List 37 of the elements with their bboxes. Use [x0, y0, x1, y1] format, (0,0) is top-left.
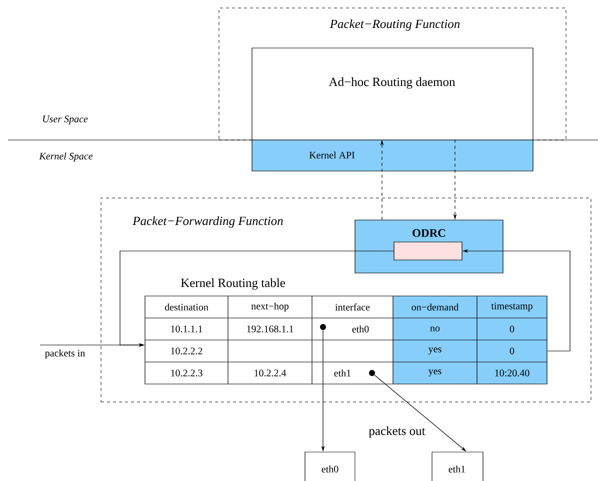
table-cell: timestamp	[491, 302, 532, 312]
routing-table	[144, 278, 548, 384]
interface-box	[304, 452, 356, 481]
daemon-box	[252, 48, 534, 140]
flow-label: packets out	[368, 426, 426, 438]
box-label: Ad−hoc Routing daemon	[328, 77, 456, 89]
table-cell: 10.2.2.3	[171, 370, 202, 376]
buffer-box	[394, 242, 462, 260]
table-cell: 0	[510, 348, 514, 354]
table-cell: next−hop	[251, 302, 289, 312]
table-cell: 0	[510, 326, 514, 332]
table-heading: Kernel Routing table	[180, 278, 285, 290]
box-label: ODRC	[412, 229, 446, 237]
space-label: Kernel Space	[39, 152, 93, 162]
api-box	[252, 140, 534, 172]
box-label: Kernel API	[309, 151, 355, 158]
table-cell: destination	[164, 303, 208, 310]
table-cell: yes	[428, 348, 442, 354]
table-cell: 10.2.2.4	[254, 370, 286, 376]
function-heading: Packet−Routing Function	[330, 19, 460, 31]
table-cell: 10:20.40	[495, 370, 530, 376]
table-cell: eth1	[334, 369, 351, 376]
edge-label: packets in	[45, 349, 85, 359]
interface-box	[432, 452, 484, 481]
table-cell: 10.1.1.1	[171, 326, 202, 332]
function-heading: Packet−Forwarding Function	[132, 216, 283, 228]
table-cell: yes	[428, 370, 442, 376]
table-cell: eth0	[352, 325, 369, 332]
box-label: eth1	[448, 465, 466, 472]
table-cell: on−demand	[412, 303, 459, 310]
table-cell: 10.2.2.2	[171, 348, 202, 354]
table-cell: 192.168.1.1	[247, 326, 294, 332]
space-label: User Space	[43, 116, 88, 124]
function-frame	[100, 198, 592, 402]
table-cell: no	[430, 326, 440, 332]
box-label: eth0	[322, 465, 338, 472]
table-cell: interface	[335, 303, 370, 311]
